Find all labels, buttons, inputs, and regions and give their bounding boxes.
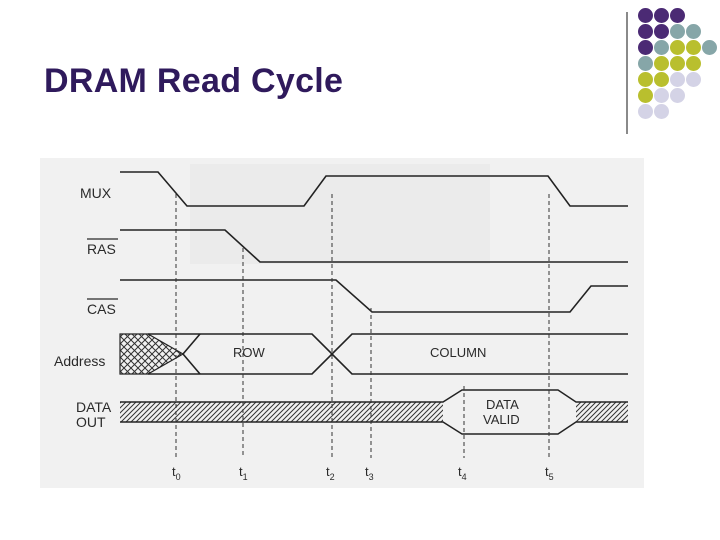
time-label-t1: t1 [239, 464, 248, 482]
decor-dot [654, 72, 669, 87]
data-out-bottom [120, 421, 628, 435]
decor-dot [654, 88, 669, 103]
decor-dot [654, 8, 669, 23]
signal-label-out: OUT [76, 414, 106, 430]
address-bus-top [148, 333, 628, 356]
decor-dot [686, 72, 701, 87]
signal-label-mux: MUX [80, 185, 112, 201]
decor-dot [670, 88, 685, 103]
time-label-t0: t0 [172, 464, 181, 482]
address-invalid-hatch [119, 333, 185, 375]
data-valid-label-2: VALID [483, 412, 520, 427]
decor-dot [654, 40, 669, 55]
waveform-mux [120, 171, 628, 207]
waveform-cas [120, 279, 628, 313]
decor-dot [654, 56, 669, 71]
time-label-t2: t2 [326, 464, 335, 482]
decor-dot [686, 24, 701, 39]
data-out-top [120, 389, 628, 403]
waveform-ras [120, 229, 628, 263]
decor-dot [638, 24, 653, 39]
decor-dot [670, 72, 685, 87]
title-divider [626, 12, 628, 134]
decor-dot [654, 104, 669, 119]
decor-dot [670, 8, 685, 23]
decor-dot [638, 72, 653, 87]
decor-dot [686, 40, 701, 55]
data-valid-label-1: DATA [486, 397, 519, 412]
signal-label-address: Address [54, 353, 105, 369]
time-label-t4: t4 [458, 464, 467, 482]
scan-bleed [190, 164, 490, 264]
bus-label-row: ROW [233, 345, 266, 360]
timing-diagram: MUX RAS CAS Address DATA OUT ROW COLUMN … [40, 158, 644, 488]
decor-dot [638, 40, 653, 55]
slide-title: DRAM Read Cycle [44, 62, 344, 100]
time-marker-lines [175, 194, 550, 458]
decor-dot [638, 56, 653, 71]
decor-dot [654, 24, 669, 39]
signal-label-ras: RAS [87, 241, 116, 257]
data-out-high-z-right [576, 402, 628, 422]
time-label-t3: t3 [365, 464, 374, 482]
data-out-high-z-left [120, 402, 443, 422]
decor-dot [670, 24, 685, 39]
decor-dot [686, 56, 701, 71]
bus-label-column: COLUMN [430, 345, 486, 360]
decorative-dot-grid [638, 8, 720, 120]
timing-diagram-figure: MUX RAS CAS Address DATA OUT ROW COLUMN … [40, 158, 644, 488]
time-label-t5: t5 [545, 464, 554, 482]
decor-dot [638, 104, 653, 119]
decor-dot [670, 40, 685, 55]
decor-dot [670, 56, 685, 71]
signal-label-data: DATA [76, 399, 112, 415]
decor-dot [702, 40, 717, 55]
decor-dot [638, 88, 653, 103]
address-transition-row [182, 333, 201, 375]
signal-label-cas: CAS [87, 301, 116, 317]
address-bus-bottom [148, 352, 628, 375]
decor-dot [638, 8, 653, 23]
